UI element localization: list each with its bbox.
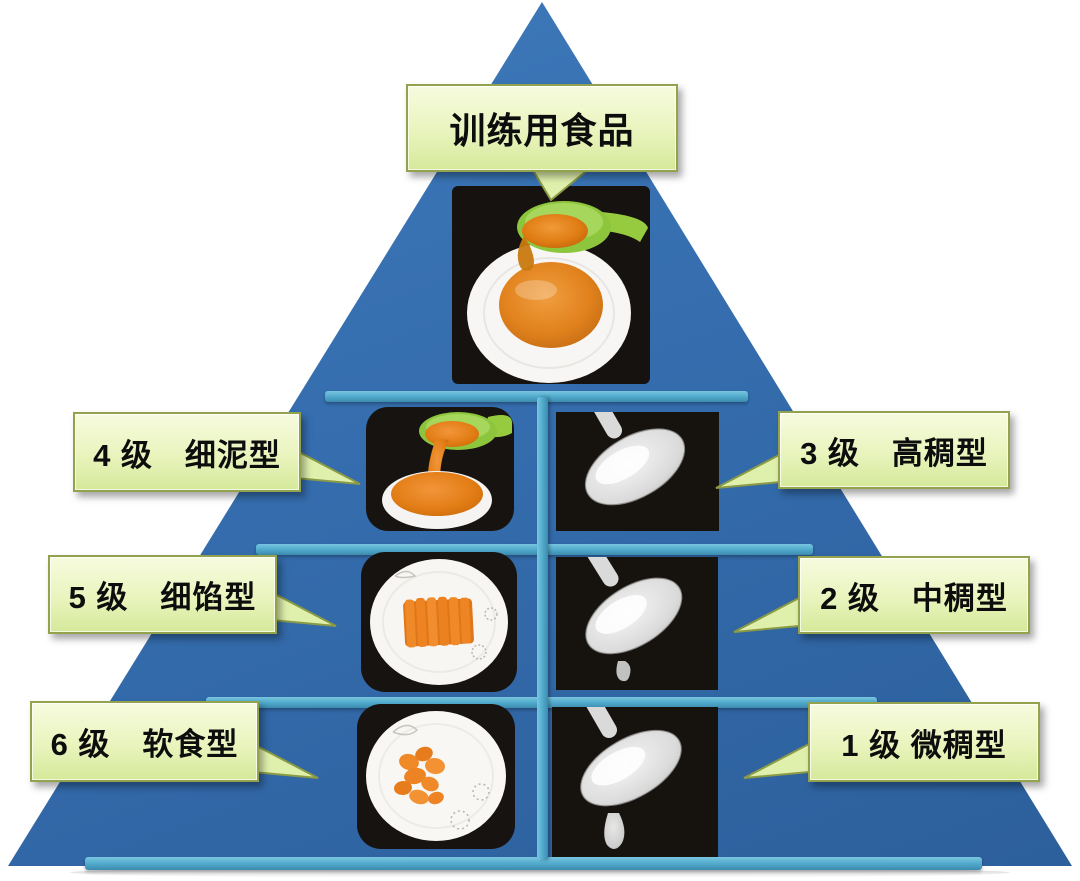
- callout-training-food-label: 训练用食品: [449, 110, 635, 151]
- callout-level2-label: 2 级 中稠型: [820, 580, 1008, 616]
- callout-level1-label: 1 级 微稠型: [841, 727, 1007, 763]
- photo-level1-mildly-thick-spoon: [552, 707, 718, 857]
- photo-level4-fine-puree: [366, 407, 514, 531]
- callout-tail-level1: [743, 742, 810, 779]
- callout-level4: 4 级 细泥型: [73, 412, 301, 492]
- callout-level5: 5 级 细馅型: [48, 555, 277, 634]
- photo-level2-medium-thick-spoon: [556, 557, 718, 690]
- callout-level2: 2 级 中稠型: [798, 556, 1030, 634]
- callout-level4-label: 4 级 细泥型: [93, 437, 281, 473]
- photo-level5-fine-minced: [361, 552, 517, 692]
- photo-level3-high-thick-spoon: [556, 412, 719, 531]
- callout-level3: 3 级 高稠型: [778, 411, 1010, 489]
- callout-level6-label: 6 级 软食型: [50, 727, 239, 762]
- callout-tail-level4: [294, 448, 361, 485]
- callout-level3-label: 3 级 高稠型: [800, 435, 988, 471]
- callout-tail-level2: [733, 596, 800, 633]
- callout-level5-label: 5 级 细馅型: [68, 580, 257, 615]
- photo-level6-soft-food: [357, 704, 515, 849]
- ground-shadow: [70, 867, 1010, 878]
- callout-training-food: 训练用食品: [406, 84, 678, 172]
- callout-level6: 6 级 软食型: [30, 701, 259, 782]
- callout-level1: 1 级 微稠型: [808, 702, 1040, 782]
- divider-row1: [325, 391, 748, 402]
- divider-vertical: [537, 397, 548, 860]
- divider-base: [85, 857, 982, 870]
- callout-tail-level6: [252, 742, 319, 779]
- divider-row2: [256, 544, 813, 555]
- callout-tail-level3: [715, 452, 782, 489]
- callout-tail-level5: [270, 590, 337, 627]
- photo-training-food: [452, 186, 650, 384]
